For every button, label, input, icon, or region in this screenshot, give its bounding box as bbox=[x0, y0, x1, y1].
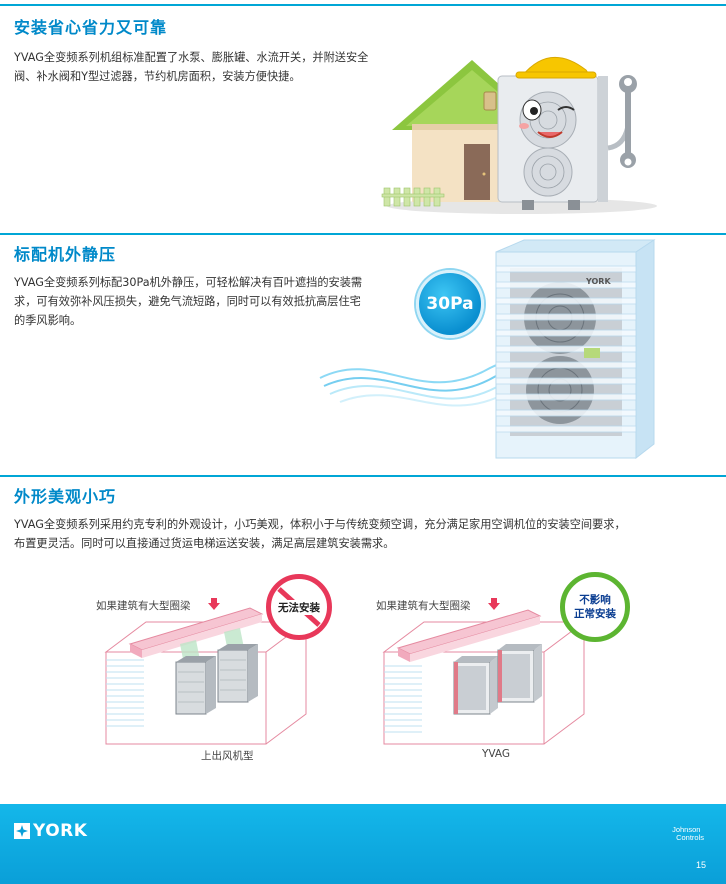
wrench-icon bbox=[619, 75, 637, 168]
section-divider-1 bbox=[0, 4, 726, 6]
normal-install-badge: 不影响 正常安装 bbox=[560, 572, 630, 642]
right-beam-label: 如果建筑有大型圈梁 bbox=[376, 600, 471, 612]
footer-bar: YORK Johnson Controls 15 bbox=[0, 804, 726, 884]
fence bbox=[381, 187, 445, 207]
section-title-static-pressure: 标配机外静压 bbox=[14, 245, 117, 264]
section-title-install: 安装省心省力又可靠 bbox=[14, 18, 168, 37]
york-logo-icon bbox=[14, 823, 30, 839]
york-logo: YORK bbox=[14, 821, 87, 841]
section-title-compact: 外形美观小巧 bbox=[14, 487, 117, 506]
section-body-install: YVAG全变频系列机组标准配置了水泵、膨胀罐、水流开关，并附送安全阀、补水阀和Y… bbox=[14, 51, 369, 83]
yvag-units bbox=[453, 644, 542, 715]
page-number: 15 bbox=[695, 860, 706, 870]
house-mascot-illustration bbox=[381, 57, 657, 214]
section-body-static-pressure: YVAG全变频系列标配30Pa机外静压，可轻松解决有百叶遮挡的安装需求，可有效弥… bbox=[14, 276, 363, 327]
unit-brand-label: YORK bbox=[585, 277, 611, 286]
arrow-down-icon bbox=[208, 598, 220, 610]
mascot-unit bbox=[483, 57, 637, 210]
left-diagram-caption: 上出风机型 bbox=[201, 750, 254, 762]
section-body-compact: YVAG全变频系列采用约克专利的外观设计，小巧美观，体积小于与传统变频空调，充分… bbox=[14, 518, 626, 550]
louvers bbox=[495, 265, 637, 433]
left-beam-label: 如果建筑有大型圈梁 bbox=[96, 600, 191, 612]
pressure-badge: 30Pa bbox=[416, 270, 484, 338]
johnson-controls-logo: Johnson Controls bbox=[672, 825, 704, 842]
no-install-badge: 无法安装 bbox=[266, 574, 332, 640]
top-discharge-units bbox=[175, 644, 258, 715]
diagram-top-discharge bbox=[104, 607, 308, 745]
arrow-down-icon bbox=[488, 598, 500, 610]
section-divider-3 bbox=[0, 475, 726, 477]
louvered-unit-illustration: YORK bbox=[319, 239, 656, 460]
diagram-yvag bbox=[382, 609, 586, 745]
house-door bbox=[464, 144, 490, 200]
section-divider-2 bbox=[0, 233, 726, 235]
right-diagram-caption: YVAG bbox=[482, 748, 511, 760]
hard-hat-icon bbox=[520, 57, 591, 77]
